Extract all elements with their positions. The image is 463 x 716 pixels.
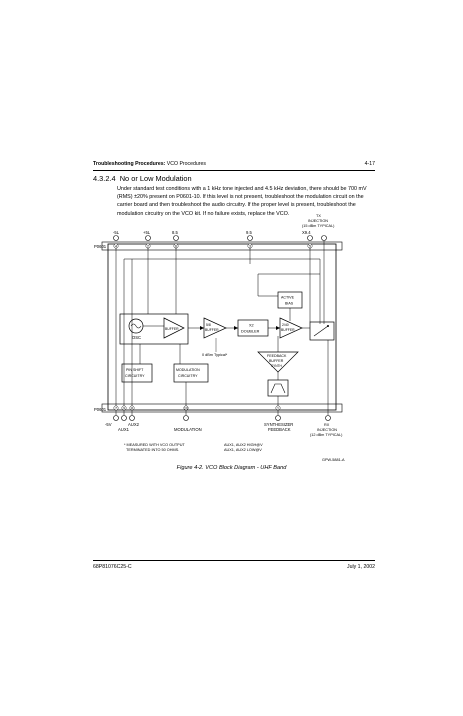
doubler-label-b: DOUBLER <box>241 330 260 334</box>
pin-shift-label-a: PIN SHIFT <box>126 368 144 372</box>
header-section-bold: Troubleshooting Procedures: <box>93 161 166 167</box>
filter-block <box>267 379 289 397</box>
bottom-pin-terminal <box>275 415 281 421</box>
active-bias-block <box>277 291 303 309</box>
buffer-2-label-b: BUFFER <box>205 328 219 332</box>
top-pin-label: 8.5 <box>172 230 178 235</box>
tx-rx-switch <box>309 321 335 341</box>
vco-block-diagram: P0601 P0601 -5L +5L 8.5 9.5 X9.4 4 2 6 3… <box>94 214 345 462</box>
feedback-label-a: FEEDBACK <box>267 354 287 358</box>
vco-enclosure <box>107 243 337 411</box>
top-pin-label: -5L <box>113 230 120 235</box>
body-paragraph: Under standard test conditions with a 1 … <box>117 186 367 217</box>
rx-injection-label-2: INJECTION <box>317 428 337 432</box>
supply-lines <box>115 241 325 410</box>
pin-number: 1 <box>277 406 279 410</box>
page-footer: 68P81076C25-C July 1, 2002 <box>93 560 375 573</box>
pin-number: 3 <box>249 244 251 248</box>
synth-feedback-label-2: FEEDBACK <box>268 427 291 432</box>
footer-date: July 1, 2002 <box>347 564 375 570</box>
pin-number: 6 <box>175 244 177 248</box>
level-note: 0 dBm Typical* <box>202 353 228 357</box>
svg-text:INJECTION: INJECTION <box>308 219 328 223</box>
modulation-label-b: CIRCUITRY <box>178 374 198 378</box>
sine-wave-icon <box>130 323 142 329</box>
section-number: 4.3.2.4 <box>93 174 116 183</box>
bottom-pin-label: MODULATION <box>174 427 202 432</box>
top-pin-label: 9.5 <box>246 230 252 235</box>
bottom-pin-terminal <box>183 415 189 421</box>
pin-number: 4 <box>115 244 117 248</box>
pin-number: 7 <box>115 406 117 410</box>
bottom-connector-strip <box>101 403 343 413</box>
page-header: Troubleshooting Procedures: VCO Procedur… <box>93 158 375 171</box>
svg-text:TX: TX <box>316 214 321 218</box>
top-pin-label: X9.4 <box>302 230 311 235</box>
top-pin-terminal <box>307 235 313 241</box>
rx-terminal <box>325 415 331 421</box>
pin-shift-block <box>121 363 153 383</box>
buffer-1-label: BUFFER <box>165 327 179 331</box>
figure-caption: Figure 4-2. VCO Block Diagram - UHF Band <box>176 465 287 471</box>
figure-code: GPW-5881-A <box>322 458 345 462</box>
osc-label: OSC <box>132 335 141 340</box>
rx-injection-label-3: (12 dBm TYPICAL) <box>310 433 343 437</box>
pin-shift-label-b: CIRCUITRY <box>125 374 145 378</box>
top-pin-label: +5L <box>143 230 151 235</box>
tx-injection-label: TX INJECTION (15 dBm TYPICAL) <box>302 214 335 228</box>
connector-top-label: P0601 <box>94 244 107 249</box>
rx-injection-label-1: RX <box>324 423 330 427</box>
oscillator-section <box>119 313 189 345</box>
top-pin-terminal <box>113 235 119 241</box>
connector-bottom-label: P0601 <box>94 407 107 412</box>
footer-doc-number: 68P81076C25-C <box>93 564 132 570</box>
section-title: No or Low Modulation <box>119 174 192 183</box>
top-pins: -5L +5L 8.5 9.5 X9.4 <box>113 230 327 241</box>
pin-number: 5 <box>309 244 311 248</box>
bottom-pins <box>113 340 331 421</box>
bottom-pin-label: AUX2 <box>128 422 140 427</box>
buffer-3-label-a: 2/40 <box>282 323 289 327</box>
bottom-pin-label: AUX1 <box>118 427 130 432</box>
active-bias-label-a: ACTIVE <box>281 296 295 300</box>
top-pin-numbers: 4 2 6 3 5 <box>113 243 313 249</box>
feedback-label-c: SYNTH <box>271 364 283 368</box>
pin-number: 10 <box>184 406 188 410</box>
top-pin-terminal <box>145 235 151 241</box>
header-page-number: 4-17 <box>364 161 375 167</box>
top-pin-terminal <box>247 235 253 241</box>
svg-text:(15 dBm TYPICAL): (15 dBm TYPICAL) <box>302 224 335 228</box>
modulation-block <box>173 363 209 383</box>
footnote-line-1: * MEASURED WITH VCO OUTPUT <box>124 443 185 447</box>
pin-number: 9 <box>123 406 125 410</box>
bandpass-filter-icon <box>270 383 286 394</box>
pin-number: 2 <box>147 244 149 248</box>
bottom-pin-label: -5V <box>105 422 112 427</box>
modulation-label-a: MODULATION <box>176 368 200 372</box>
tx-terminal <box>321 235 327 241</box>
top-connector-strip <box>101 241 343 251</box>
footnote-line-2: TERMINATED INTO 50 OHMS. <box>126 448 179 452</box>
top-pin-terminal <box>173 235 179 241</box>
bottom-pin-terminal <box>113 415 119 421</box>
pin-number: 8 <box>131 406 133 410</box>
synth-feedback-label-1: SYNTHESIZER <box>264 422 293 427</box>
bottom-pin-terminal <box>121 415 127 421</box>
buffer-1-amplifier <box>163 317 185 339</box>
aux-note-line-2: AUX1, AUX2 LOW@V <box>224 448 262 452</box>
doubler-block <box>237 319 269 337</box>
doubler-label-a: X2 <box>249 324 254 328</box>
aux-note-line-1: AUX1, AUX2 HIGH@V <box>224 443 263 447</box>
buffer-3-label-b: BUFFER <box>281 328 295 332</box>
buffer-2-label-a: 5/8 <box>206 323 211 327</box>
header-section-rest: VCO Procedures <box>165 161 206 167</box>
header-section: Troubleshooting Procedures: VCO Procedur… <box>93 161 206 167</box>
feedback-label-b: BUFFER <box>269 359 284 363</box>
bottom-pin-terminal <box>129 415 135 421</box>
section-heading: 4.3.2.4 No or Low Modulation <box>93 174 192 183</box>
active-bias-label-b: BIAS <box>285 302 294 306</box>
